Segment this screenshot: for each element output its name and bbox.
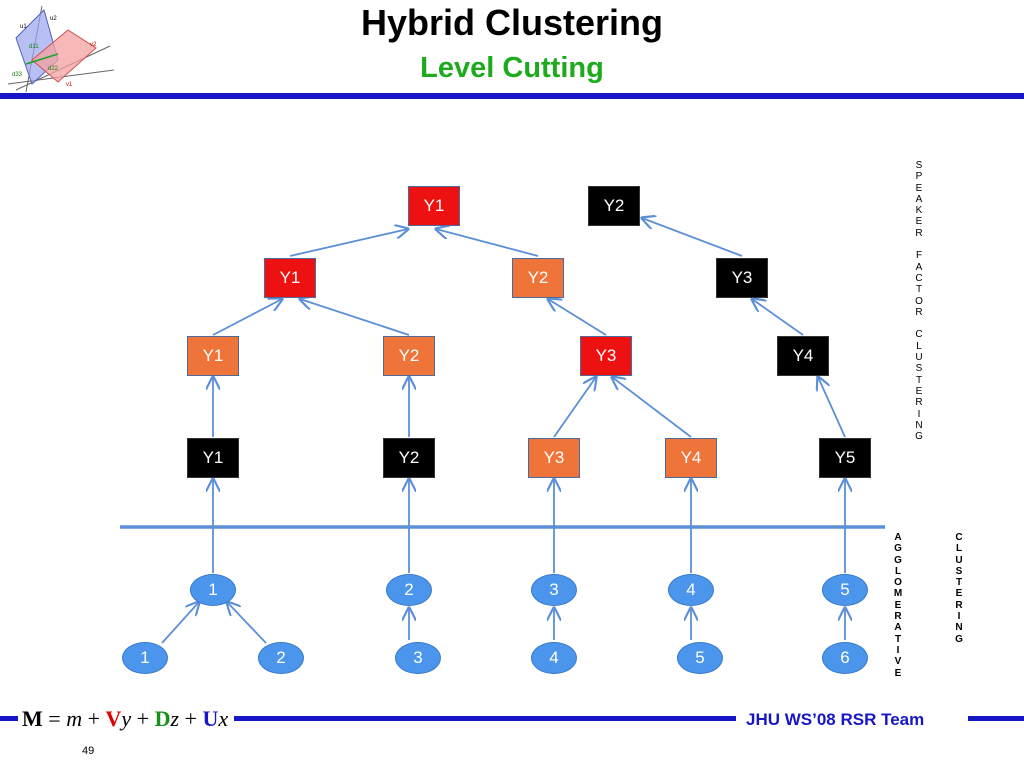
- level1-node: Y1: [187, 438, 239, 478]
- level2-node: Y1: [187, 336, 239, 376]
- formula-plus: +: [131, 706, 155, 731]
- formula-x: x: [218, 706, 229, 731]
- edge: [818, 377, 846, 438]
- formula-eq: =: [42, 706, 67, 731]
- slide-subtitle: Level Cutting: [420, 52, 604, 84]
- footer-divider: [0, 716, 18, 721]
- logo-label: d22: [48, 66, 59, 72]
- cluster-node: 3: [531, 574, 577, 606]
- logo-label: d33: [12, 72, 23, 78]
- cluster-node: 4: [668, 574, 714, 606]
- formula-y: y: [121, 706, 132, 731]
- logo-label: v1: [66, 82, 73, 88]
- footer-divider: [234, 716, 736, 721]
- level2-node: Y3: [580, 336, 632, 376]
- level1-node: Y4: [665, 438, 717, 478]
- leaf-node: 3: [395, 642, 441, 674]
- logo-label: v2: [90, 42, 97, 48]
- level3-node: Y3: [716, 258, 768, 298]
- level3-node: Y2: [512, 258, 564, 298]
- level1-node: Y3: [528, 438, 580, 478]
- cluster-node: 1: [190, 574, 236, 606]
- leaf-node: 2: [258, 642, 304, 674]
- edge: [642, 218, 743, 257]
- formula-plus: +: [179, 706, 203, 731]
- header-divider: [0, 93, 1024, 99]
- leaf-node: 5: [677, 642, 723, 674]
- cluster-node: 2: [386, 574, 432, 606]
- edge: [300, 299, 410, 336]
- formula-v: V: [105, 706, 122, 731]
- clustering-label: C L U S T E R I N G: [955, 532, 963, 645]
- cluster-node: 5: [822, 574, 868, 606]
- leaf-node: 4: [531, 642, 577, 674]
- logo-label: u1: [20, 24, 27, 30]
- level1-node: Y2: [383, 438, 435, 478]
- slide-title: Hybrid Clustering: [360, 2, 664, 43]
- formula-plus: +: [82, 706, 106, 731]
- speaker-factor-clustering-label: S P E A K E R F A C T O R C L U S T E R …: [915, 160, 923, 443]
- edge: [227, 602, 267, 644]
- level2-node: Y4: [777, 336, 829, 376]
- logo-label: u2: [50, 16, 57, 22]
- edge: [436, 229, 539, 257]
- level3-node: Y1: [264, 258, 316, 298]
- leaf-node: 1: [122, 642, 168, 674]
- formula-z: z: [170, 706, 180, 731]
- formula-m-bold: M: [22, 706, 43, 731]
- leaf-node: 6: [822, 642, 868, 674]
- footer-divider: [968, 716, 1024, 721]
- edge: [161, 602, 199, 644]
- formula-d: D: [154, 706, 171, 731]
- footer-formula: M = m + Vy + Dz + Ux: [22, 706, 228, 732]
- edge: [548, 299, 607, 336]
- edge: [612, 377, 692, 438]
- top-node: Y1: [408, 186, 460, 226]
- edge: [553, 377, 596, 438]
- top-node: Y2: [588, 186, 640, 226]
- edge: [752, 299, 804, 336]
- page-number: 49: [82, 745, 95, 757]
- level2-node: Y2: [383, 336, 435, 376]
- edge: [289, 229, 408, 257]
- vector-logo-icon: u1 u2 v2 d11 d33 d22 v1: [7, 5, 115, 92]
- logo-label: d11: [29, 44, 39, 50]
- team-label: JHU WS’08 RSR Team: [746, 710, 925, 729]
- formula-m: m: [66, 706, 83, 731]
- edge: [212, 299, 282, 336]
- formula-u: U: [202, 706, 219, 731]
- agglomerative-label: A G G L O M E R A T I V E: [893, 532, 903, 679]
- level1-node: Y5: [819, 438, 871, 478]
